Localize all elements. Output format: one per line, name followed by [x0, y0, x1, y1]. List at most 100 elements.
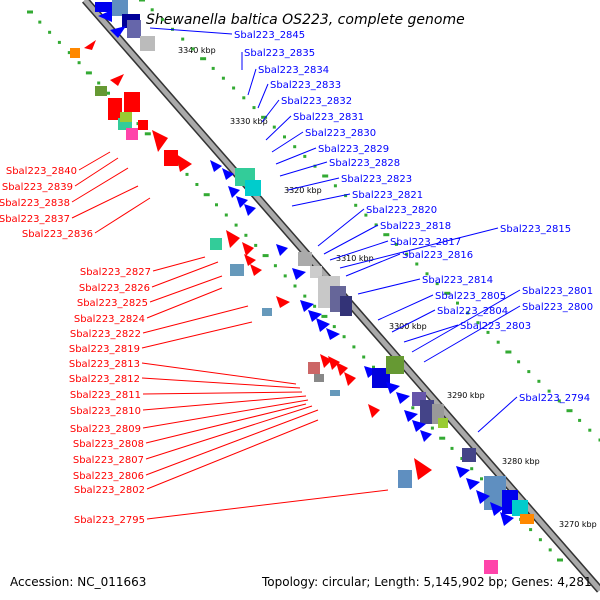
gene-forward: [222, 168, 234, 180]
genome-title: Shewanella baltica OS223, complete genom…: [146, 12, 465, 28]
gene-forward: [490, 502, 504, 516]
gene-reverse: [336, 362, 348, 376]
leader-line: [477, 396, 518, 433]
leader-line: [279, 161, 328, 177]
gene-label: Sbal223_2834: [258, 65, 329, 76]
leader-line: [275, 147, 317, 165]
leader-line: [149, 275, 223, 303]
leader-line: [403, 324, 459, 343]
ruler-dot: [405, 252, 409, 256]
ruler-dot: [435, 282, 439, 286]
gene-label: Sbal223_2835: [244, 48, 315, 59]
gene-label: Sbal223_2831: [293, 112, 364, 123]
gene-forward: [310, 266, 322, 278]
gene-reverse: [152, 130, 168, 152]
gene-label: Sbal223_2807: [73, 455, 144, 466]
gene-forward: [456, 466, 470, 478]
gene-forward: [466, 478, 480, 490]
ruler-dot: [439, 436, 446, 440]
gene-reverse: [230, 264, 244, 276]
gene-forward: [110, 26, 126, 38]
gene-label: Sbal223_2813: [69, 359, 140, 370]
ruler-dot: [273, 264, 277, 268]
gene-label: Sbal223_2815: [500, 224, 571, 235]
gene-forward: [484, 476, 506, 510]
leader-line: [142, 399, 309, 429]
tick-3330: 3330 kbp: [230, 117, 268, 126]
gene-reverse: [226, 230, 240, 248]
leader-line: [261, 99, 280, 123]
gene-label: Sbal223_2811: [70, 390, 141, 401]
gene-forward: [386, 356, 404, 374]
gene-label: Sbal223_2836: [22, 229, 93, 240]
gene-forward: [420, 400, 434, 424]
gene-reverse: [276, 296, 290, 308]
leader-line: [357, 278, 421, 295]
accession-text: Accession: NC_011663: [10, 575, 146, 589]
gene-label: Sbal223_2839: [2, 182, 73, 193]
ruler-dot: [224, 213, 228, 217]
gene-forward: [520, 514, 534, 524]
gene-label: Sbal223_2801: [522, 286, 593, 297]
ruler-dot: [313, 304, 317, 308]
gene-forward: [340, 296, 352, 316]
ruler-dot: [460, 457, 464, 460]
ruler-dot: [191, 47, 195, 51]
ruler-dot: [38, 20, 42, 24]
gene-label: Sbal223_2829: [318, 144, 389, 155]
tick-3310: 3310 kbp: [336, 254, 374, 263]
gene-label: Sbal223_2800: [522, 302, 593, 313]
leader-line: [141, 321, 253, 349]
gene-forward: [140, 36, 155, 51]
ruler-dot: [254, 243, 258, 247]
ruler-dot: [352, 345, 356, 349]
leader-line: [71, 185, 139, 219]
ruler-dot: [486, 330, 490, 334]
ruler-dot: [344, 194, 348, 198]
ruler-dot: [450, 446, 454, 450]
ruler-dot: [200, 57, 207, 61]
gene-forward: [210, 160, 222, 172]
ruler-dot: [244, 233, 248, 237]
leader-line: [145, 405, 313, 460]
gene-forward: [386, 382, 400, 394]
ruler-dot: [293, 145, 297, 149]
gene-label: Sbal223_2822: [70, 329, 141, 340]
ruler-dot: [372, 365, 375, 369]
gene-label: Sbal223_2825: [77, 298, 148, 309]
ruler-dot: [538, 538, 542, 542]
leader-line: [74, 157, 119, 187]
ruler-dot: [354, 203, 358, 207]
leader-line: [323, 224, 379, 255]
ruler-dot: [262, 254, 269, 258]
ruler-dot: [588, 428, 592, 432]
ruler-dot: [85, 71, 92, 75]
gene-label: Sbal223_2819: [69, 344, 140, 355]
ruler-dot: [476, 321, 480, 325]
ruler-dot: [185, 172, 189, 176]
gene-reverse: [414, 458, 432, 480]
ruler-dot: [456, 301, 459, 305]
ruler-dot: [252, 106, 256, 110]
ruler-dot: [430, 426, 434, 430]
gene-label: Sbal223_2823: [341, 174, 412, 185]
leader-line: [71, 167, 129, 203]
gene-forward: [228, 186, 240, 198]
ruler-dot: [272, 125, 276, 129]
ruler-dot: [566, 409, 573, 413]
ruler-dot: [234, 223, 238, 227]
leader-line: [152, 256, 206, 272]
gene-label: Sbal223_2805: [435, 291, 506, 302]
gene-reverse: [398, 470, 412, 488]
leader-line: [145, 409, 319, 476]
ruler-dot: [394, 242, 398, 246]
gene-forward: [308, 310, 322, 322]
ruler-dot: [283, 274, 287, 278]
topology-text: Topology: circular; Length: 5,145,902 bp…: [261, 575, 592, 589]
ruler-dot: [383, 233, 390, 237]
tick-3320: 3320 kbp: [284, 186, 322, 195]
leader-line: [145, 403, 307, 444]
ruler-dot: [107, 91, 110, 95]
gene-forward: [500, 512, 514, 526]
ruler-dot: [444, 291, 451, 295]
